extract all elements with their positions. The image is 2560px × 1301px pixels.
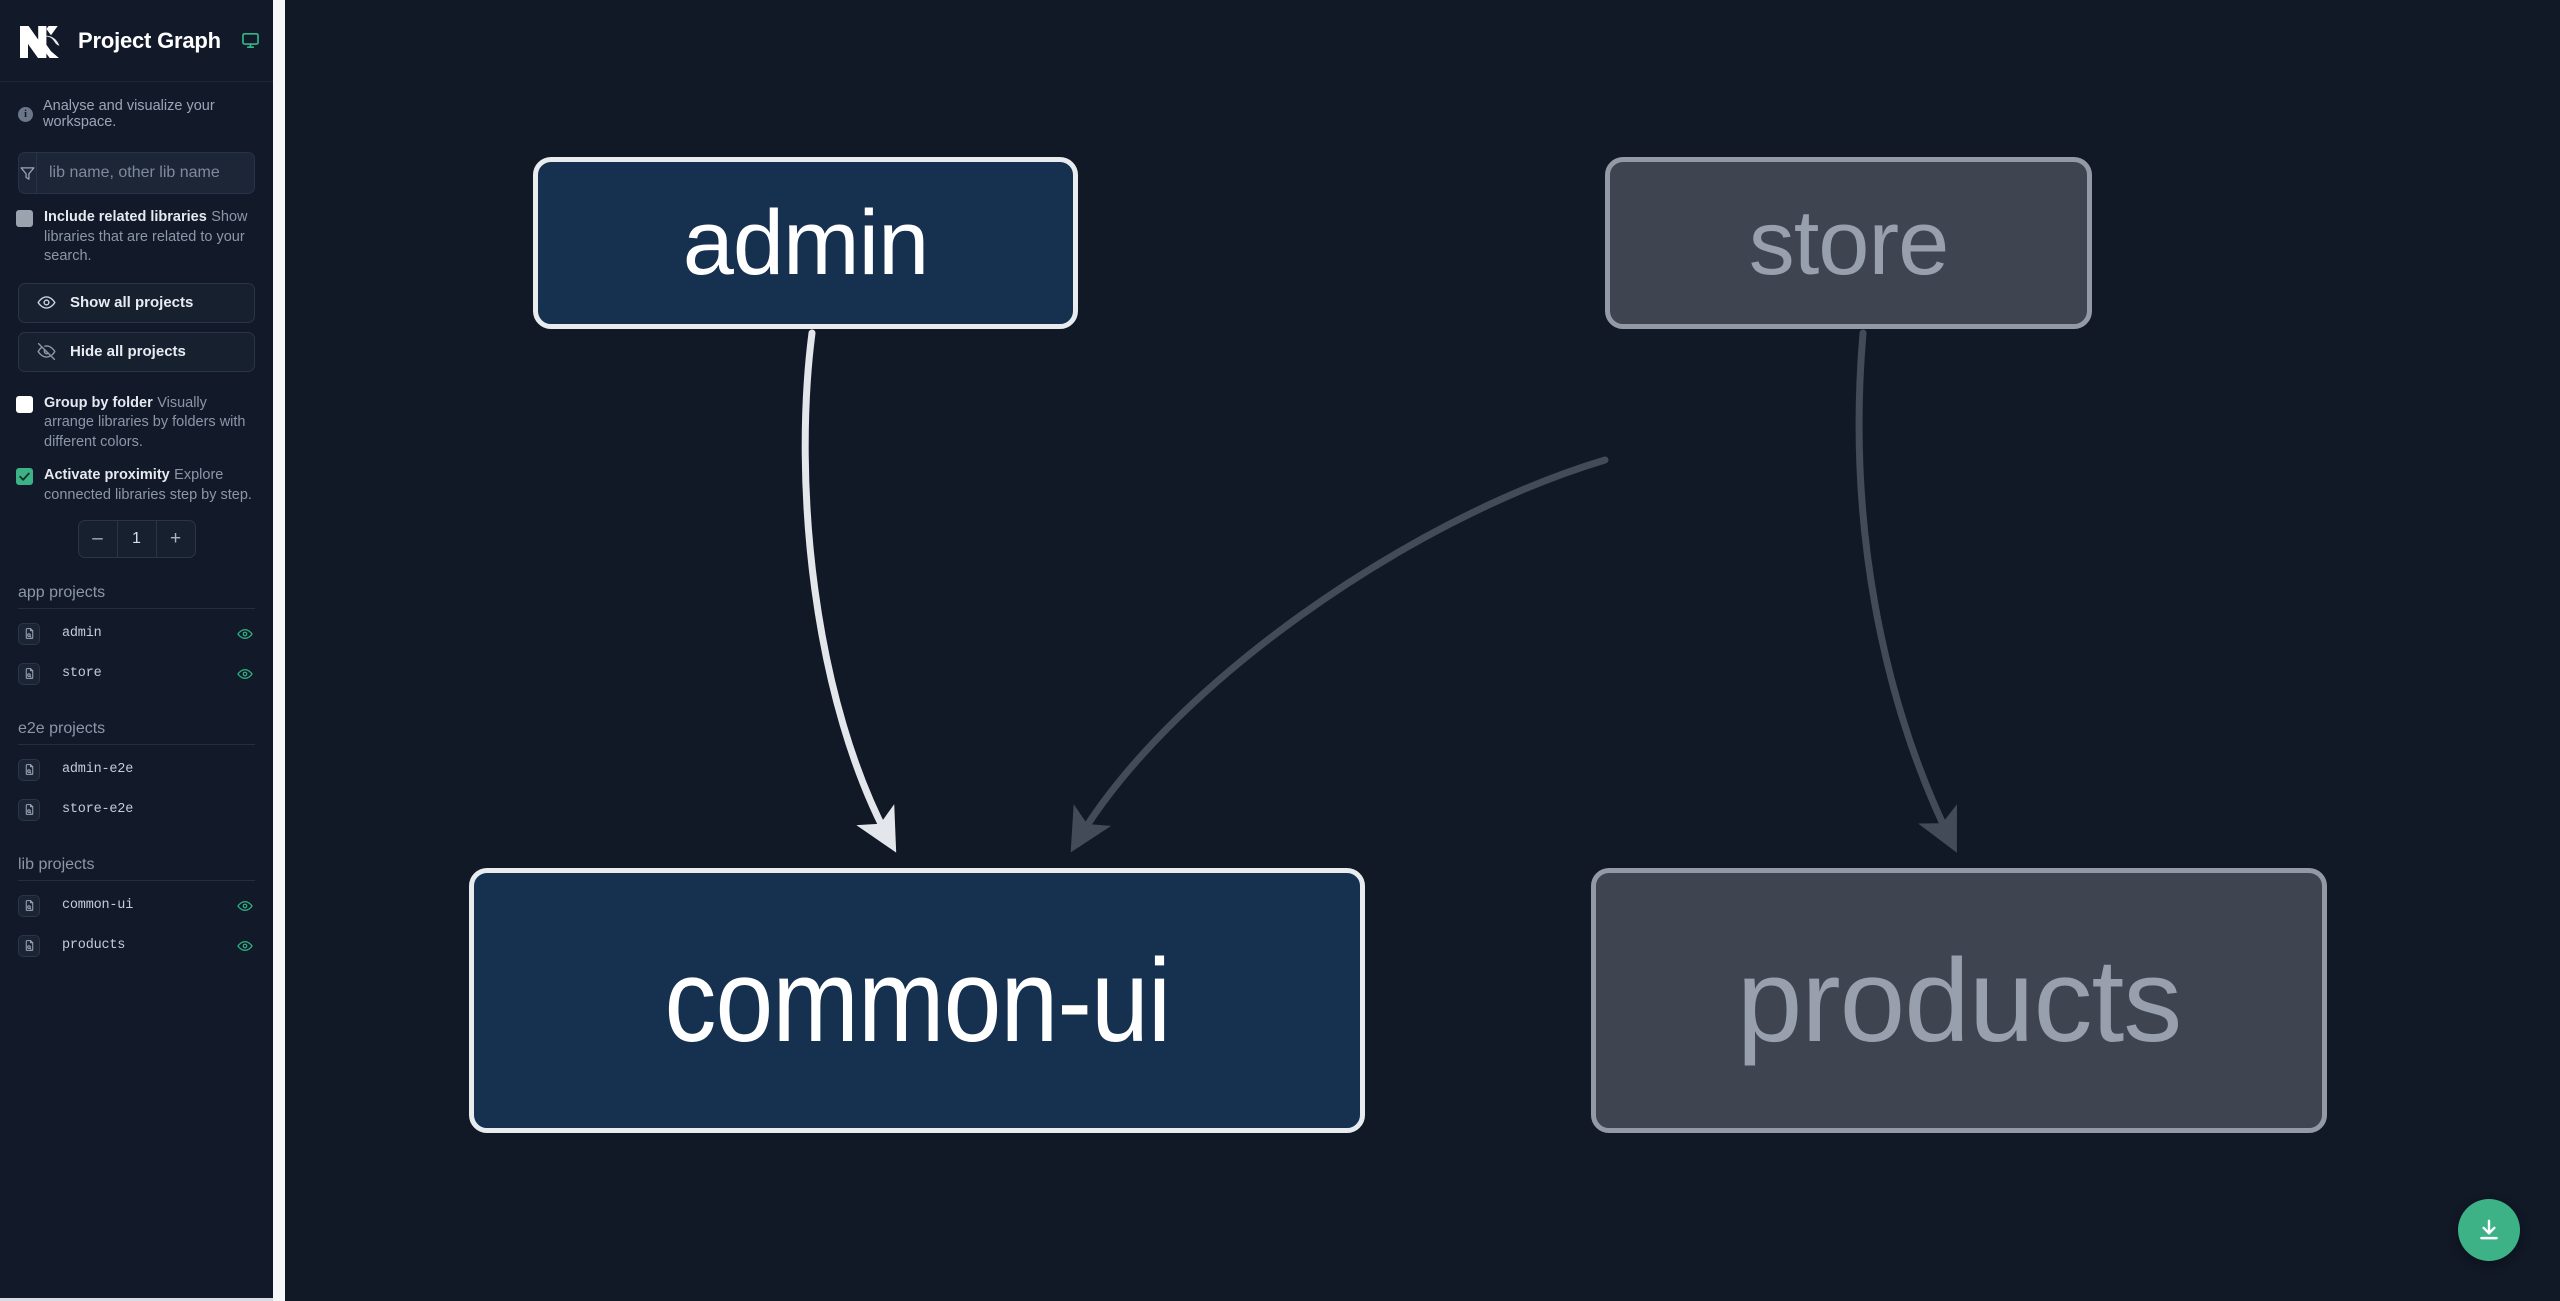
project-file-icon [18, 662, 40, 685]
graph-edges [801, 329, 1958, 853]
option-description: Visually arrange libraries by folders wi… [44, 394, 246, 450]
edge-store-to-common-ui [1070, 456, 1609, 853]
project-file-icon [18, 622, 40, 645]
download-image-button[interactable] [2458, 1199, 2520, 1261]
project-visibility-eye-icon[interactable] [235, 938, 255, 954]
option-include-related-libraries[interactable]: Include related libraries Show libraries… [0, 194, 273, 267]
project-group-heading: app projects [18, 584, 255, 609]
sidebar-divider [273, 0, 285, 1301]
project-visibility-eye-icon[interactable] [235, 898, 255, 914]
project-file-icon [18, 798, 40, 821]
nx-logo-icon [18, 22, 64, 60]
option-group-by-folder[interactable]: Group by folder Visually arrange librari… [0, 372, 273, 453]
graph-node-label: admin [682, 192, 930, 294]
check-icon [19, 472, 30, 482]
proximity-decrement-button[interactable]: – [92, 527, 103, 549]
project-name: products [62, 938, 126, 953]
option-label: Activate proximity [44, 467, 170, 484]
option-description: Explore connected libraries step by step… [44, 467, 252, 503]
project-file-icon [18, 758, 40, 781]
project-list-item-common-ui[interactable]: common-ui [18, 886, 255, 926]
edge-store-to-products [1855, 329, 1958, 853]
graph-node-label: common-ui [664, 934, 1171, 1067]
project-list-item-admin-e2e[interactable]: admin-e2e [18, 750, 255, 790]
option-description: Show libraries that are related to your … [44, 209, 248, 265]
option-label: Include related libraries [44, 209, 207, 225]
tagline: i Analyse and visualize your workspace. [0, 82, 273, 144]
project-list: app projects admin store e2e projects admin-… [0, 584, 273, 986]
info-icon: i [18, 106, 33, 122]
proximity-stepper[interactable]: – 1 + [77, 519, 196, 558]
project-list-item-store-e2e[interactable]: store-e2e [18, 790, 255, 830]
activate-proximity-checkbox[interactable] [16, 468, 33, 486]
project-group-heading: e2e projects [18, 720, 255, 745]
project-name: common-ui [62, 898, 134, 913]
project-file-icon [18, 894, 40, 917]
include-related-libraries-checkbox[interactable] [16, 210, 33, 227]
project-list-item-store[interactable]: store [18, 654, 255, 694]
edge-admin-to-common-ui [801, 329, 897, 853]
show-all-projects-label: Show all projects [70, 294, 194, 312]
option-activate-proximity[interactable]: Activate proximity Explore connected lib… [0, 452, 273, 505]
search-input[interactable] [37, 153, 254, 193]
proximity-increment-button[interactable]: + [169, 527, 182, 549]
option-label: Group by folder [44, 394, 153, 411]
monitor-icon[interactable] [241, 31, 260, 50]
project-visibility-eye-icon[interactable] [235, 666, 255, 682]
graph-canvas[interactable]: admin store common-ui products [285, 0, 2560, 1301]
tagline-text: Analyse and visualize your workspace. [43, 98, 215, 130]
sidebar: Project Graph i Analyse and visualize yo… [0, 0, 273, 1301]
project-group-heading: lib projects [18, 856, 255, 881]
project-list-item-admin[interactable]: admin [18, 614, 255, 654]
project-name: admin-e2e [62, 762, 134, 777]
project-list-item-products[interactable]: products [18, 926, 255, 966]
graph-node-label: store [1748, 192, 1950, 294]
graph-node-label: products [1736, 934, 2183, 1067]
project-visibility-eye-icon[interactable] [235, 626, 255, 642]
search-field[interactable] [18, 152, 255, 194]
eye-icon [37, 296, 56, 309]
project-name: store-e2e [62, 802, 134, 817]
hide-all-projects-label: Hide all projects [70, 343, 186, 361]
show-all-projects-button[interactable]: Show all projects [18, 282, 255, 323]
group-by-folder-checkbox[interactable] [16, 395, 33, 413]
project-file-icon [18, 934, 40, 957]
proximity-value: 1 [116, 520, 157, 557]
download-icon [2480, 1219, 2498, 1240]
graph-node-common-ui[interactable]: common-ui [469, 868, 1365, 1133]
eye-off-icon [37, 343, 56, 361]
page-title: Project Graph [78, 27, 221, 53]
hide-all-projects-button[interactable]: Hide all projects [18, 331, 255, 372]
filter-funnel-icon [19, 153, 37, 193]
sidebar-header: Project Graph [0, 0, 273, 82]
graph-node-store[interactable]: store [1605, 157, 2092, 329]
graph-node-admin[interactable]: admin [533, 157, 1078, 329]
graph-node-products[interactable]: products [1591, 868, 2327, 1133]
project-name: admin [62, 626, 102, 641]
project-name: store [62, 666, 102, 681]
